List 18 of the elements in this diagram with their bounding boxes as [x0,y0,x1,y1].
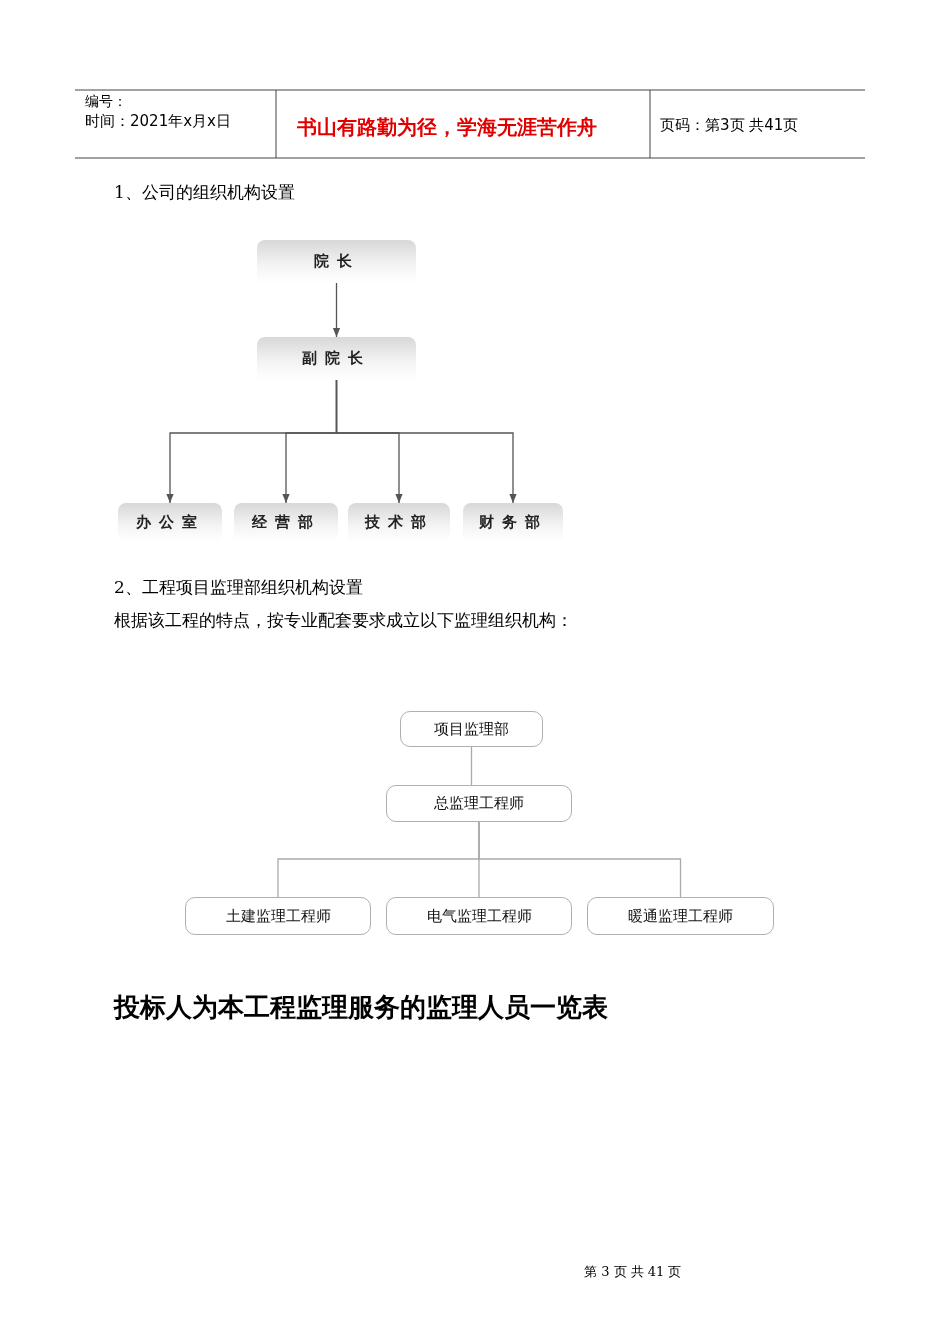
paragraph: 根据该工程的特点，按专业配套要求成立以下监理组织机构： [114,609,573,632]
header-field: 时间：2021年x月x日 [85,112,231,131]
motto-text: 书山有路勤为径，学海无涯苦作舟 [297,114,597,141]
role-box: 总监理工程师 [386,785,572,822]
section-heading: 1、公司的组织机构设置 [114,181,295,204]
connector-line [470,746,473,786]
heading: 投标人为本工程监理服务的监理人员一览表 [114,991,608,1024]
section-heading: 2、工程项目监理部组织机构设置 [114,576,363,599]
page-footer: 第 3 页 共 41 页 [584,1263,682,1281]
role-box: 电气监理工程师 [386,897,572,935]
role-box: 土建监理工程师 [185,897,371,935]
role-box: 项目监理部 [400,711,543,747]
connector-line [478,821,682,898]
arrow [335,379,517,504]
page-number: 页码：第3页 共41页 [660,116,799,135]
role-box: 暖通监理工程师 [587,897,774,935]
header-field: 编号： [85,93,127,111]
arrow [332,282,341,338]
